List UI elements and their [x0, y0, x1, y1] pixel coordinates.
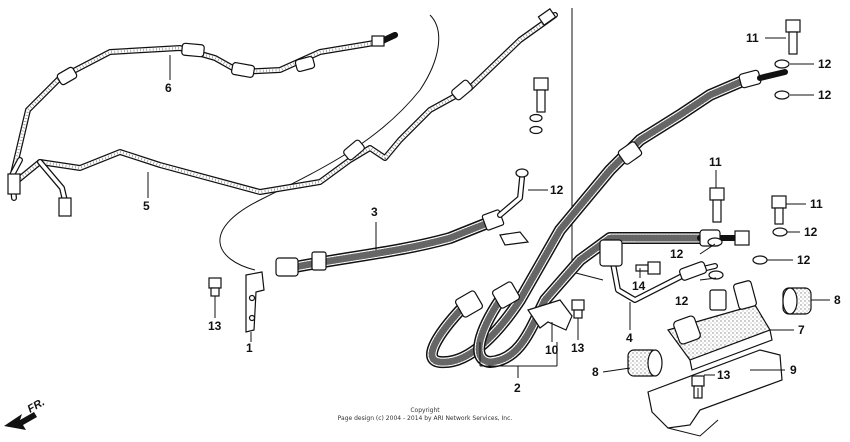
callout-2: 2 [514, 381, 521, 395]
clamp-10 [527, 299, 573, 331]
callout-14: 14 [632, 279, 646, 293]
bolt-13-center [571, 299, 585, 319]
bushing-8-left [627, 349, 663, 377]
copyright-line-2: Page design (c) 2004 - 2014 by ARI Netwo… [338, 415, 513, 422]
front-arrow-icon [4, 412, 37, 430]
divider-tail [571, 271, 604, 281]
callout-6: 6 [165, 81, 172, 95]
pipe-4 [599, 239, 718, 303]
callout-7: 7 [798, 323, 805, 337]
bolt-11-mid [709, 187, 725, 223]
callout-12-e: 12 [797, 253, 811, 267]
callout-12-f: 12 [670, 247, 684, 261]
callout-8-left: 8 [592, 365, 599, 379]
bolt-13-left [208, 277, 222, 297]
pipe-5 [7, 8, 558, 217]
callout-12-d: 12 [804, 225, 818, 239]
callout-11-right: 11 [810, 197, 823, 211]
bushing-8-right [782, 287, 812, 315]
pipe-6 [9, 32, 398, 181]
callout-10: 10 [545, 343, 559, 357]
callout-12-c: 12 [550, 183, 564, 197]
callout-12-g: 12 [675, 294, 689, 308]
front-label: FR. [26, 396, 47, 415]
front-direction-indicator: FR. [4, 396, 47, 430]
callout-3: 3 [371, 205, 378, 219]
bolt-11-right [771, 195, 787, 225]
valve-7 [667, 280, 773, 371]
hose-3 [275, 175, 530, 277]
callout-1: 1 [246, 341, 253, 355]
bolt-14 [635, 261, 661, 275]
callout-13-left: 13 [208, 319, 222, 333]
washers-12 [515, 59, 790, 280]
callout-11-top: 11 [746, 31, 759, 45]
callout-9: 9 [790, 363, 797, 377]
bolt-upper-center [533, 77, 549, 113]
callout-5: 5 [143, 199, 150, 213]
hose-2 [426, 69, 788, 369]
callout-13-center: 13 [571, 341, 585, 355]
callout-12-a: 12 [818, 57, 832, 71]
callout-8-right: 8 [834, 293, 841, 307]
bolt-11-top [785, 19, 801, 55]
callout-4: 4 [626, 331, 633, 345]
callouts: 1 2 3 4 5 6 7 8 8 9 10 11 11 11 12 12 12… [143, 31, 841, 395]
leader-lines [147, 37, 830, 398]
copyright-line-1: Copyright [410, 407, 440, 414]
callout-11-mid: 11 [709, 155, 722, 169]
callout-13-lower: 13 [717, 368, 731, 382]
bracket-1 [245, 271, 265, 333]
bracket-9 [647, 349, 783, 437]
callout-12-b: 12 [818, 88, 832, 102]
routing-line [219, 14, 440, 271]
